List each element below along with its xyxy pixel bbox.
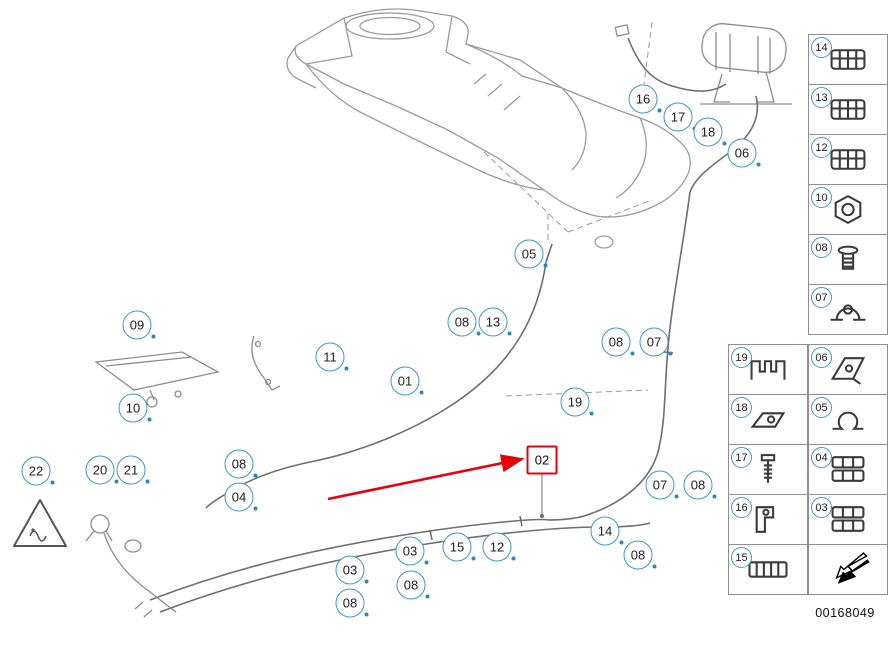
red-arrow-annotation (327, 454, 525, 501)
callout-08[interactable]: 08 (683, 470, 717, 500)
legend-cell-17[interactable]: 17 (728, 444, 808, 495)
callout-13[interactable]: 13 (478, 307, 512, 337)
callout-20[interactable]: 20 (85, 455, 119, 485)
direction-arrow-icon (824, 551, 872, 588)
callout-19[interactable]: 19 (560, 387, 594, 417)
line-clip-icon (824, 141, 872, 178)
legend-cell-04[interactable]: 04 (808, 444, 888, 495)
bracket-icon (744, 401, 792, 438)
legend-callout-04: 04 (811, 447, 832, 468)
legend-callout-18: 18 (731, 397, 752, 418)
legend-grid: 19 06 18 05 17 04 16 03 15 (728, 344, 889, 595)
callout-10[interactable]: 10 (118, 393, 152, 423)
multi-line-holder-icon (744, 551, 792, 588)
callout-21[interactable]: 21 (116, 455, 150, 485)
legend-callout-10: 10 (811, 187, 832, 208)
legend-cell-18[interactable]: 18 (728, 394, 808, 445)
callout-09[interactable]: 09 (122, 310, 156, 340)
screw-icon (744, 451, 792, 488)
expansion-rivet-icon (824, 241, 872, 278)
callout-08[interactable]: 08 (601, 327, 635, 357)
carbon-canister-sketch (614, 23, 792, 105)
legend-cell-07[interactable]: 07 (808, 284, 888, 335)
legend-callout-06: 06 (811, 347, 832, 368)
legend-callout-12: 12 (811, 137, 832, 158)
callout-08[interactable]: 08 (224, 449, 258, 479)
legend-callout-08: 08 (811, 237, 832, 258)
tube-clamp-icon (824, 451, 872, 488)
legend-cell-16[interactable]: 16 (728, 494, 808, 545)
diagram-number: 00168049 (815, 606, 875, 620)
callout-05[interactable]: 05 (514, 239, 548, 269)
legend-callout-17: 17 (731, 447, 752, 468)
callout-08[interactable]: 08 (623, 540, 657, 570)
callout-22[interactable]: 22 (21, 456, 55, 486)
legend-cell-12[interactable]: 12 (808, 134, 888, 185)
shield-plate-sketch (94, 351, 220, 408)
legend-callout-16: 16 (731, 497, 752, 518)
callout-08[interactable]: 08 (335, 588, 369, 618)
legend-callout-05: 05 (811, 397, 832, 418)
callout-08[interactable]: 08 (447, 307, 481, 337)
fuel-tank-sketch (286, 8, 691, 249)
legend-callout-07: 07 (811, 287, 832, 308)
legend-callout-19: 19 (731, 347, 752, 368)
callout-18[interactable]: 18 (693, 117, 727, 147)
holder-clip-icon (744, 501, 792, 538)
callout-11[interactable]: 11 (315, 342, 349, 372)
callout-04[interactable]: 04 (224, 482, 258, 512)
legend-callout-13: 13 (811, 87, 832, 108)
callout-12[interactable]: 12 (482, 532, 516, 562)
callout-16[interactable]: 16 (628, 84, 662, 114)
legend-cell-13[interactable]: 13 (808, 84, 888, 135)
callout-02[interactable]: 02 (526, 445, 558, 475)
hex-nut-icon (824, 191, 872, 228)
warning-triangle-icon (13, 499, 67, 547)
bracket-plate-icon (824, 351, 872, 388)
tube-clamp-icon (824, 501, 872, 538)
callout-17[interactable]: 17 (663, 102, 697, 132)
line-clip-icon (824, 91, 872, 128)
callout-07[interactable]: 07 (639, 327, 673, 357)
legend-cell-06[interactable]: 06 (808, 344, 888, 395)
legend-cell-08[interactable]: 08 (808, 234, 888, 285)
double-tube-holder-icon (744, 351, 792, 388)
legend-cell-14[interactable]: 14 (808, 34, 888, 85)
legend-callout-15: 15 (731, 547, 752, 568)
bracket-sketch (251, 335, 281, 391)
legend-right-column: 14 13 12 10 08 07 (808, 34, 888, 335)
line-clip-icon (824, 41, 872, 78)
legend-cell-direction-arrow[interactable] (808, 544, 888, 595)
sensor-and-cable-sketch (85, 514, 177, 618)
legend-callout-14: 14 (811, 37, 832, 58)
legend-cell-05[interactable]: 05 (808, 394, 888, 445)
callout-15[interactable]: 15 (442, 532, 476, 562)
pipe-clamp-icon (824, 291, 872, 328)
callout-01[interactable]: 01 (390, 366, 424, 396)
legend-cell-10[interactable]: 10 (808, 184, 888, 235)
legend-cell-19[interactable]: 19 (728, 344, 808, 395)
callout-14[interactable]: 14 (590, 516, 624, 546)
callout-06[interactable]: 06 (727, 138, 761, 168)
legend-callout-03: 03 (811, 497, 832, 518)
legend-cell-15[interactable]: 15 (728, 544, 808, 595)
legend-cell-03[interactable]: 03 (808, 494, 888, 545)
callout-03[interactable]: 03 (335, 555, 369, 585)
callout-07[interactable]: 07 (645, 470, 679, 500)
clip-icon (824, 401, 872, 438)
callout-08[interactable]: 08 (396, 570, 430, 600)
callout-03[interactable]: 03 (395, 536, 429, 566)
